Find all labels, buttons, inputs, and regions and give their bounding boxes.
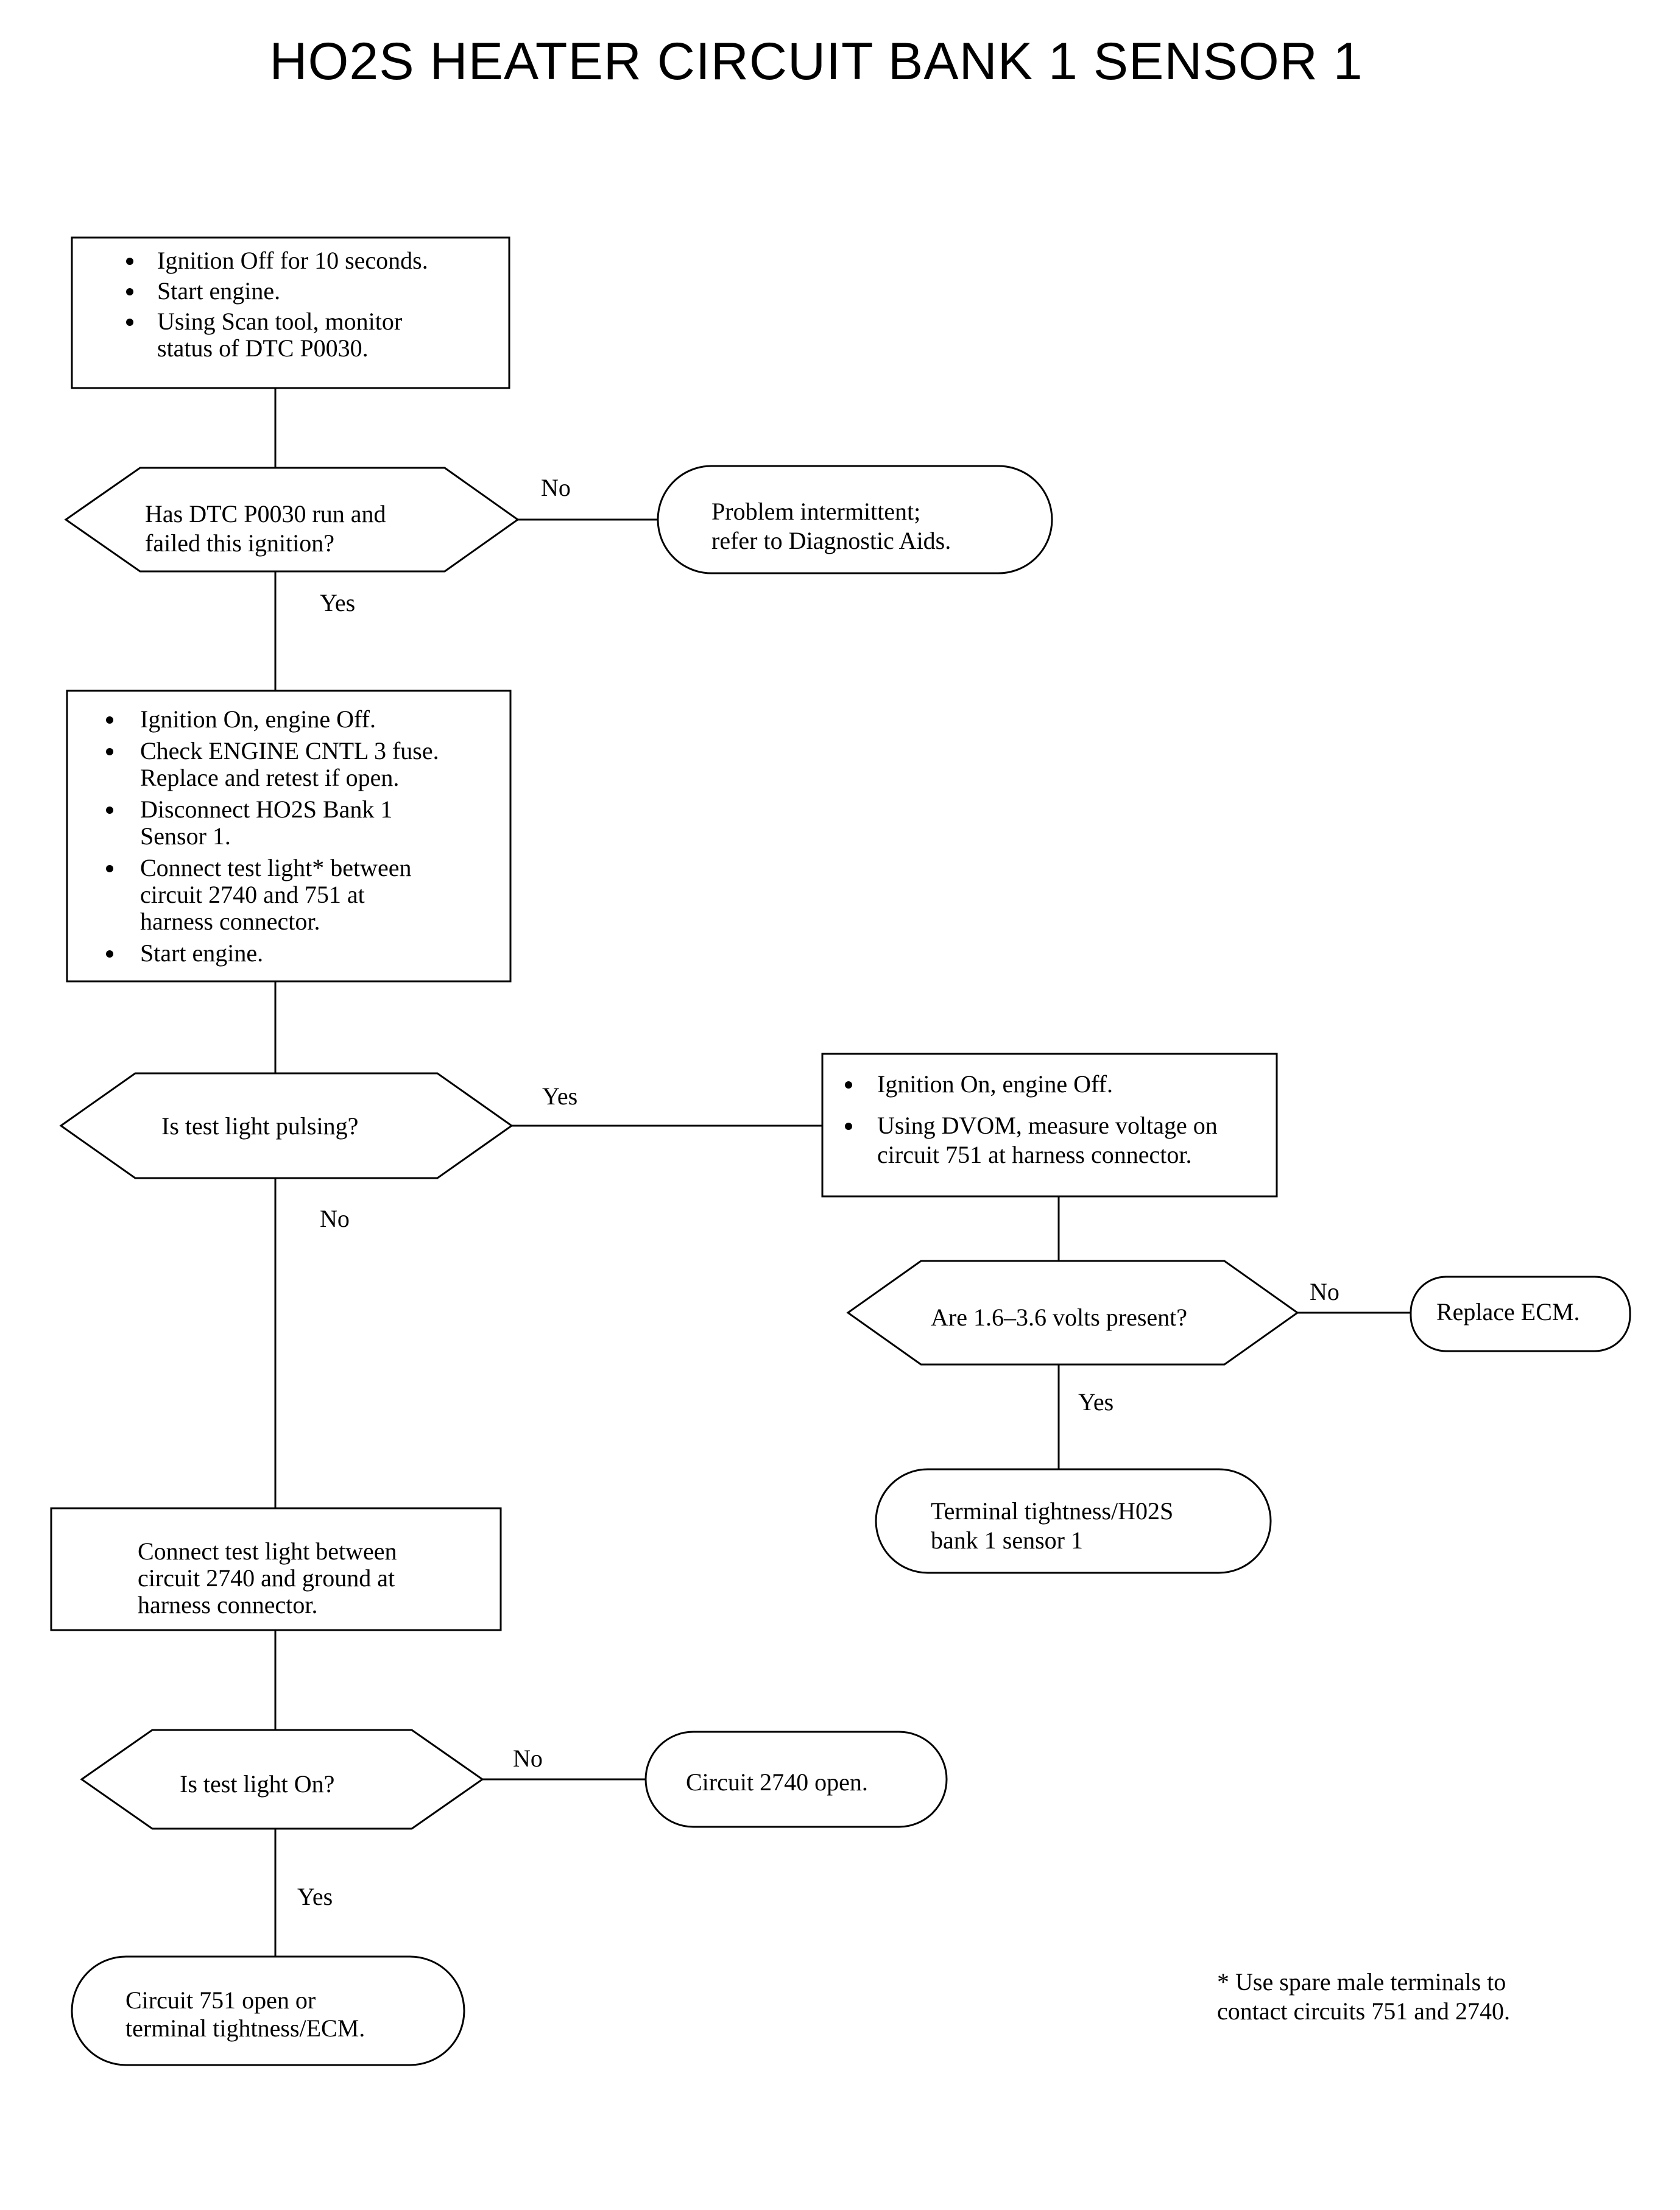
list-item-line: Replace and retest if open. [140,764,399,791]
list-item-line: Start engine. [140,939,263,967]
footnote-spare-terminals: * Use spare male terminals to contact ci… [1217,1968,1607,2026]
list-item-line: Connect test light* between [140,854,411,881]
node-text-line: Is test light On? [180,1770,334,1798]
bullet-icon [126,258,133,265]
list-item-line: Check ENGINE CNTL 3 fuse. [140,737,439,764]
node-text-line: Replace ECM. [1436,1298,1580,1326]
list-item-line: Ignition On, engine Off. [140,705,376,733]
list-item-line: Using Scan tool, monitor [157,308,402,335]
footnote-line: * Use spare male terminals to [1217,1968,1506,1996]
node-text-line: Connect test light between [138,1537,397,1565]
list-item-line: Sensor 1. [140,822,231,850]
step-dvom-measure-box: Ignition On, engine Off. Using DVOM, meas… [821,1053,1278,1198]
list-item-line: status of DTC P0030. [157,334,369,362]
node-text-line: Are 1.6–3.6 volts present? [931,1304,1187,1331]
edge-label-dec3-no: No [1310,1278,1339,1305]
node-text-line: terminal tightness/ECM. [125,2014,365,2042]
list-item-line: circuit 2740 and 751 at [140,881,365,908]
list-item-line: Ignition Off for 10 seconds. [157,247,428,274]
edge-label-dec1-no: No [541,474,571,501]
node-text-line: Is test light pulsing? [161,1112,358,1140]
list-item-line: Ignition On, engine Off. [877,1070,1113,1098]
node-text-line: Problem intermittent; [711,498,920,525]
list-item-line: circuit 751 at harness connector. [877,1141,1191,1168]
step-ignition-on-engine-off-box: Ignition On, engine Off. Check ENGINE CNT… [66,690,512,983]
terminal-problem-intermittent: Problem intermittent;refer to Diagnostic… [657,465,1053,574]
bullet-icon [126,319,133,326]
step-ignition-off-box: Ignition Off for 10 seconds. Start engine… [71,236,510,389]
node-text-line: Terminal tightness/H02S [931,1497,1173,1525]
decision-test-light-on: Is test light On? [80,1729,484,1830]
bullet-icon [106,748,113,755]
node-text-line: circuit 2740 and ground at [138,1564,395,1592]
edge-labels: No Yes Yes No No Yes No Yes [297,474,1339,1910]
decision-test-light-pulsing: Is test light pulsing? [59,1072,514,1179]
list-item-line: harness connector. [140,908,320,935]
diagram-title: HO2S HEATER CIRCUIT BANK 1 SENSOR 1 [269,32,1363,91]
connectors [274,388,1411,1957]
list-item-line: Start engine. [157,277,280,305]
node-text-line: refer to Diagnostic Aids. [711,527,951,554]
edge-label-dec2-no: No [320,1205,350,1232]
node-text-line: failed this ignition? [145,529,334,557]
edge-label-dec1-yes: Yes [320,589,355,616]
edge-label-dec2-yes: Yes [542,1082,577,1110]
bullet-icon [106,950,113,958]
node-text-line: bank 1 sensor 1 [931,1527,1083,1554]
edge-label-dec4-yes: Yes [297,1883,333,1910]
bullet-icon [106,865,113,872]
edge-label-dec3-yes: Yes [1078,1388,1114,1416]
footnote-line: contact circuits 751 and 2740. [1217,1997,1510,2025]
list-item-line: Using DVOM, measure voltage on [877,1112,1218,1139]
node-text-line: Has DTC P0030 run and [145,500,386,528]
bullet-icon [126,288,133,295]
bullet-icon [106,716,113,724]
bullet-icon [106,807,113,814]
terminal-circuit-2740-open: Circuit 2740 open. [644,1731,948,1828]
node-text-line: harness connector. [138,1591,317,1619]
terminal-replace-ecm: Replace ECM. [1410,1276,1631,1352]
bullet-icon [845,1081,852,1089]
node-text-line: Circuit 751 open or [125,1986,316,2014]
edge-label-dec4-no: No [513,1745,543,1772]
list-item-line: Disconnect HO2S Bank 1 [140,796,392,823]
node-text-line: Circuit 2740 open. [686,1768,868,1796]
bullet-icon [845,1123,852,1130]
decision-volts-present: Are 1.6–3.6 volts present? [846,1260,1299,1366]
